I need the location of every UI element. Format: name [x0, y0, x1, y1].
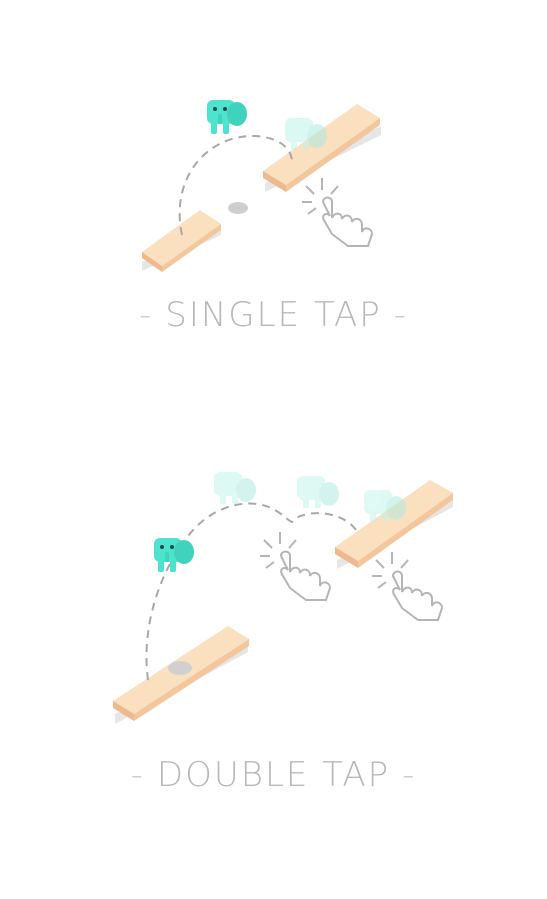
jump-path	[178, 134, 293, 236]
elephant-icon	[207, 100, 247, 134]
shadow	[168, 661, 192, 675]
single-tap-label: SINGLE TAP	[165, 295, 382, 335]
double-tap-caption: -DOUBLE TAP-	[0, 755, 547, 795]
caption-dash: -	[130, 755, 145, 795]
platform	[113, 626, 249, 724]
elephant-ghost-icon	[297, 476, 339, 508]
elephant-ghost-icon	[214, 472, 256, 504]
platform	[335, 480, 453, 569]
caption-dash: -	[402, 755, 417, 795]
elephant-icon	[154, 538, 194, 572]
elephant-ghost-icon	[364, 490, 406, 522]
jump-path	[145, 502, 357, 681]
double-tap-scene	[0, 440, 547, 760]
platform	[142, 210, 221, 272]
tap-hand-icon	[302, 178, 374, 247]
tap-hand-icon	[372, 552, 444, 621]
double-tap-label: DOUBLE TAP	[156, 755, 391, 795]
shadow	[228, 202, 248, 214]
single-tap-caption: -SINGLE TAP-	[0, 295, 547, 335]
caption-dash: -	[138, 295, 154, 335]
elephant-ghost-icon	[285, 118, 327, 150]
single-tap-scene	[0, 0, 547, 350]
caption-dash: -	[393, 295, 409, 335]
tap-hand-icon	[260, 532, 332, 601]
